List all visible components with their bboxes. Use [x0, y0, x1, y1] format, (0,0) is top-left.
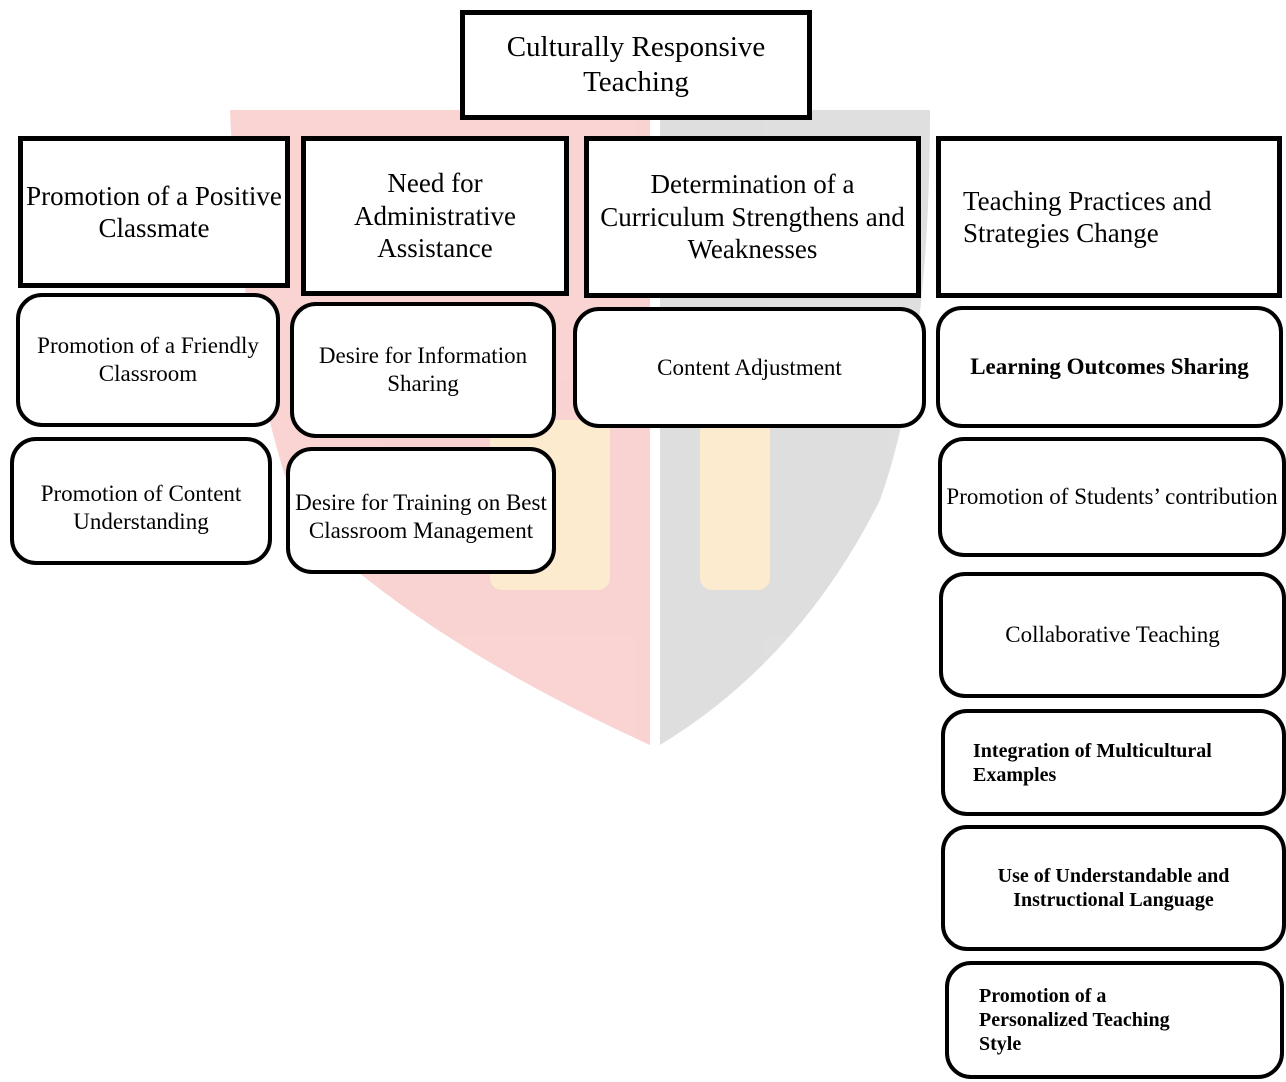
node-students-contribution: Promotion of Students’ contribution — [938, 437, 1286, 557]
node-content-understanding-label: Promotion of Content Understanding — [40, 481, 242, 534]
node-content-adjustment-label: Content Adjustment — [657, 354, 842, 380]
header-positive-classmate-label: Promotion of a Positive Classmate — [26, 180, 282, 243]
node-collaborative-teaching-label: Collaborative Teaching — [1005, 622, 1220, 648]
header-positive-classmate: Promotion of a Positive Classmate — [18, 136, 290, 288]
node-friendly-classroom: Promotion of a Friendly Classroom — [16, 293, 280, 427]
node-students-contribution-label: Promotion of Students’ contribution — [946, 484, 1278, 510]
node-content-adjustment: Content Adjustment — [573, 307, 926, 428]
node-learning-outcomes-sharing-label: Learning Outcomes Sharing — [970, 354, 1249, 380]
node-friendly-classroom-label: Promotion of a Friendly Classroom — [37, 333, 259, 386]
header-curriculum-determination-label: Determination of a Curriculum Strengthen… — [600, 169, 905, 265]
root-node: Culturally Responsive Teaching — [460, 10, 812, 120]
node-information-sharing: Desire for Information Sharing — [290, 302, 556, 438]
node-information-sharing-label: Desire for Information Sharing — [318, 343, 528, 396]
node-instructional-language: Use of Understandable and Instructional … — [941, 825, 1286, 951]
node-instructional-language-label: Use of Understandable and Instructional … — [997, 865, 1230, 911]
node-multicultural-examples-label: Integration of Multicultural Examples — [973, 739, 1212, 786]
node-learning-outcomes-sharing: Learning Outcomes Sharing — [936, 306, 1283, 428]
node-classroom-management-training-label: Desire for Training on Best Classroom Ma… — [295, 489, 547, 543]
node-content-understanding: Promotion of Content Understanding — [10, 437, 272, 565]
header-teaching-practices-label: Teaching Practices and Strategies Change — [963, 185, 1212, 248]
header-teaching-practices: Teaching Practices and Strategies Change — [936, 136, 1282, 298]
root-label: Culturally Responsive Teaching — [506, 31, 766, 98]
node-collaborative-teaching: Collaborative Teaching — [939, 572, 1286, 698]
header-administrative-assistance: Need for Administrative Assistance — [301, 136, 569, 296]
node-personalized-teaching-style-label: Promotion of a Personalized Teaching Sty… — [979, 985, 1170, 1055]
header-curriculum-determination: Determination of a Curriculum Strengthen… — [584, 136, 921, 298]
node-classroom-management-training: Desire for Training on Best Classroom Ma… — [286, 447, 556, 574]
node-multicultural-examples: Integration of Multicultural Examples — [941, 709, 1286, 816]
node-personalized-teaching-style: Promotion of a Personalized Teaching Sty… — [945, 961, 1284, 1079]
header-administrative-assistance-label: Need for Administrative Assistance — [354, 168, 516, 264]
